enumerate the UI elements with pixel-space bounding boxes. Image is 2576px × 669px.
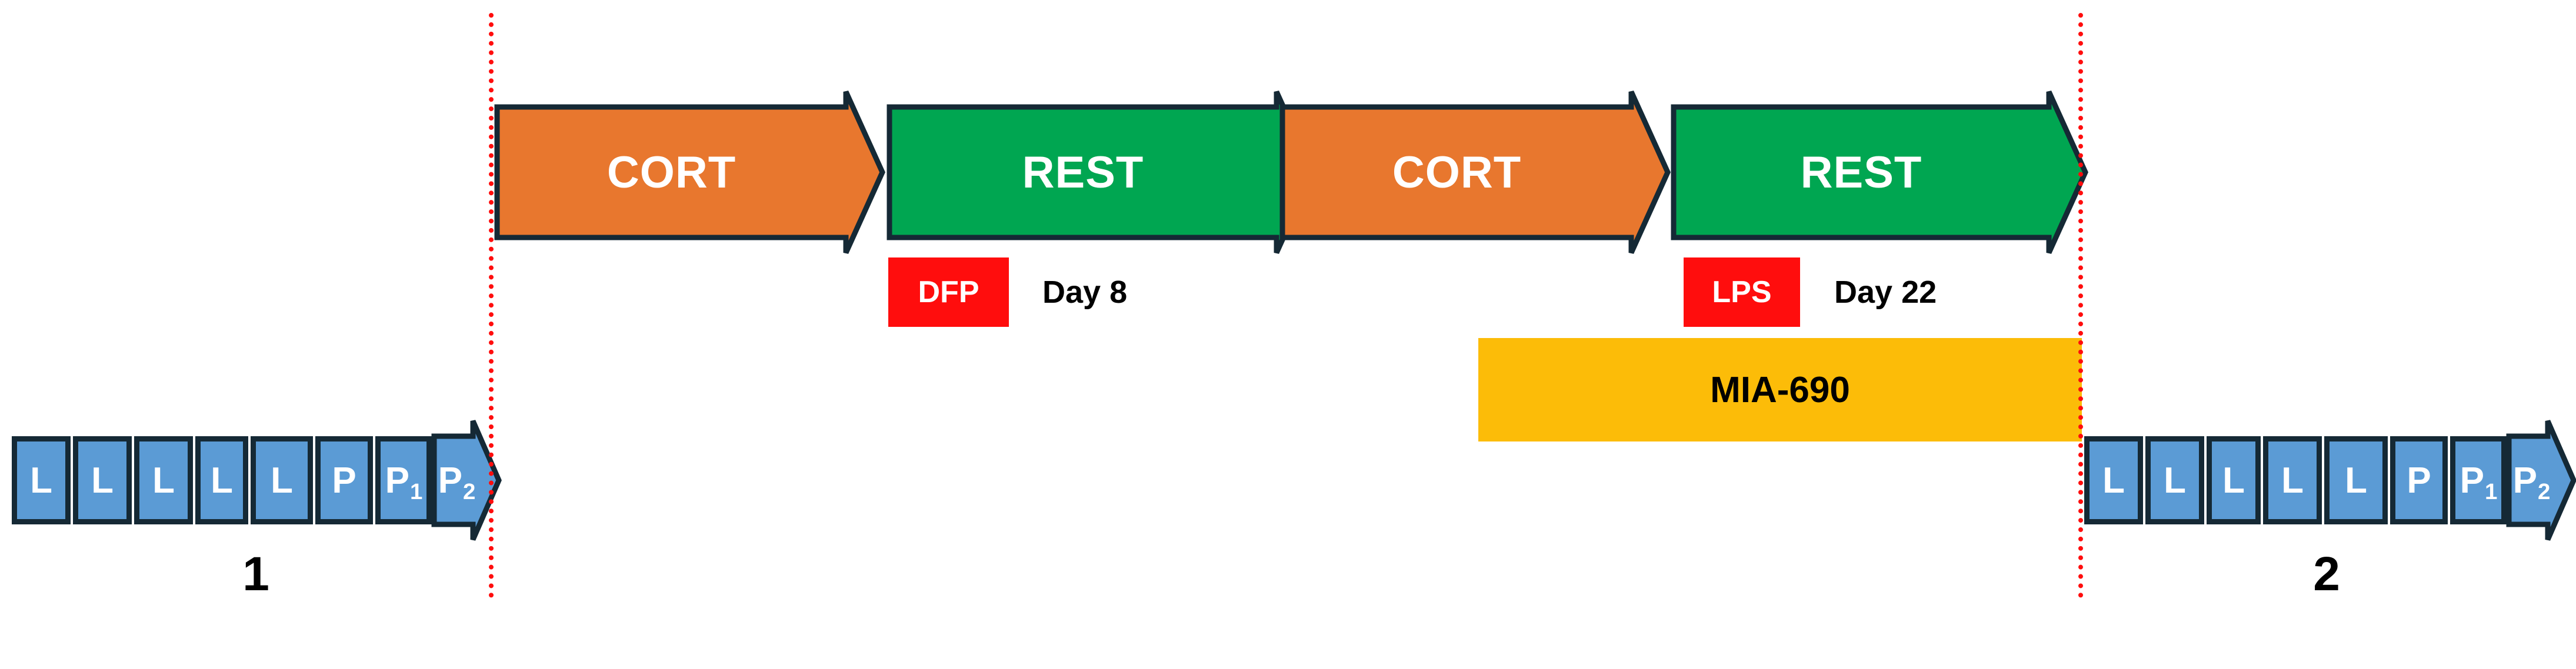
test-cell-label: L [91, 460, 114, 501]
test-cell-arrow-shape [431, 420, 502, 541]
timeline-arrow-rest-4: REST [1671, 91, 2088, 254]
timeline-arrow-rest-2: REST [887, 91, 1316, 254]
test-cell-p2: P2 [2506, 420, 2576, 541]
treatment-badge-lps: LPS [1684, 257, 1800, 327]
test-cell-l: L [73, 436, 132, 524]
test-cell-arrow-shape [2506, 420, 2576, 541]
test-cell-l: L [195, 436, 248, 524]
test-cell-label: P2 [438, 460, 476, 505]
test-cell-label: L [211, 460, 233, 501]
phase-number-2: 2 [2313, 547, 2340, 601]
test-cell-label: L [2102, 460, 2125, 501]
test-cell-label: L [2164, 460, 2186, 501]
pre-phase-boundary [489, 13, 494, 598]
test-cell-label: L [2222, 460, 2245, 501]
arrow-shape [1671, 91, 2088, 254]
test-cell-l: L [12, 436, 71, 524]
test-cell-l: L [2207, 436, 2261, 524]
phase-number-1: 1 [242, 547, 269, 601]
test-cell-label: L [2281, 460, 2304, 501]
test-cell-p: P [315, 436, 373, 524]
drug-treatment-bar: MIA-690 [1478, 338, 2082, 441]
treatment-day-lps: Day 22 [1834, 275, 1937, 310]
test-cell-p: P [2390, 436, 2448, 524]
test-cell-p2: P2 [431, 420, 502, 541]
timeline-arrow-cort-1: CORT [494, 91, 885, 254]
arrow-shape [494, 91, 885, 254]
test-cell-subscript: 2 [462, 479, 476, 505]
test-cell-l: L [134, 436, 193, 524]
test-cell-label: L [2345, 460, 2367, 501]
test-cell-p1: P1 [375, 436, 432, 524]
test-cell-subscript: 1 [2484, 479, 2498, 505]
arrow-shape [1279, 91, 1671, 254]
test-cell-l: L [2084, 436, 2143, 524]
treatment-day-dfp: Day 8 [1042, 275, 1128, 310]
test-cell-label: L [152, 460, 175, 501]
test-cell-l: L [2263, 436, 2322, 524]
test-cell-subscript: 1 [409, 479, 423, 505]
test-cell-l: L [251, 436, 313, 524]
post-phase-boundary [2078, 13, 2083, 598]
test-cell-label: P1 [2460, 460, 2498, 505]
test-cell-subscript: 2 [2537, 479, 2551, 505]
test-cell-l: L [2324, 436, 2388, 524]
test-cell-label: L [30, 460, 52, 501]
test-cell-label: P [2407, 460, 2431, 501]
test-cell-p1: P1 [2450, 436, 2507, 524]
timeline-arrow-cort-3: CORT [1279, 91, 1671, 254]
test-cell-label: P [332, 460, 356, 501]
test-cell-label: P2 [2512, 460, 2551, 505]
arrow-shape [887, 91, 1316, 254]
test-cell-l: L [2145, 436, 2204, 524]
test-cell-label: P1 [385, 460, 423, 505]
treatment-badge-dfp: DFP [888, 257, 1009, 327]
test-cell-label: L [271, 460, 293, 501]
